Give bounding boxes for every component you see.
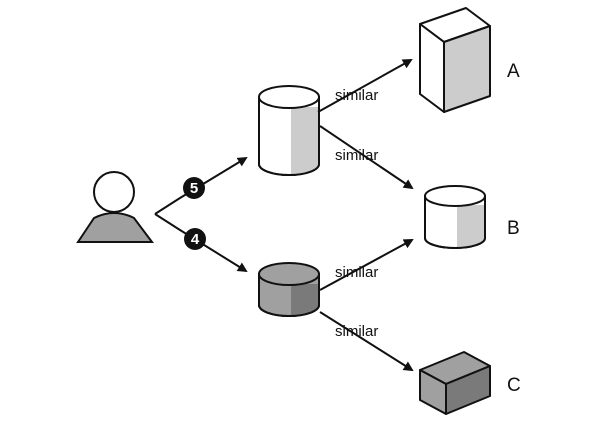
candidate-a-label: A — [507, 61, 520, 82]
similar-label-3: similar — [335, 264, 378, 281]
candidate-b-label: B — [507, 218, 520, 239]
similar-arrow-item2-to-C — [319, 311, 414, 372]
rating-arrow-2 — [154, 213, 248, 273]
rated-item-1-cylinder-icon — [258, 85, 320, 176]
similar-arrow-item2-to-B — [319, 239, 414, 291]
svg-text:5: 5 — [190, 180, 198, 197]
similar-label-4: similar — [335, 323, 378, 340]
similar-label-1: similar — [335, 87, 378, 104]
rating-badge-4: 4 — [184, 228, 206, 250]
candidate-a-tall-box-icon — [419, 7, 491, 113]
candidate-c-cube-icon — [419, 351, 491, 415]
svg-text:4: 4 — [191, 231, 200, 248]
rating-arrow-1 — [154, 156, 248, 215]
similar-arrow-item1-to-A — [317, 59, 413, 113]
similar-label-2: similar — [335, 147, 378, 164]
similar-arrow-item1-to-B — [319, 125, 414, 190]
rated-item-2-cylinder-icon — [258, 262, 320, 317]
user-icon — [76, 171, 154, 243]
candidate-b-cylinder-icon — [424, 185, 486, 249]
rating-badge-5: 5 — [183, 177, 205, 199]
candidate-c-label: C — [507, 375, 521, 396]
